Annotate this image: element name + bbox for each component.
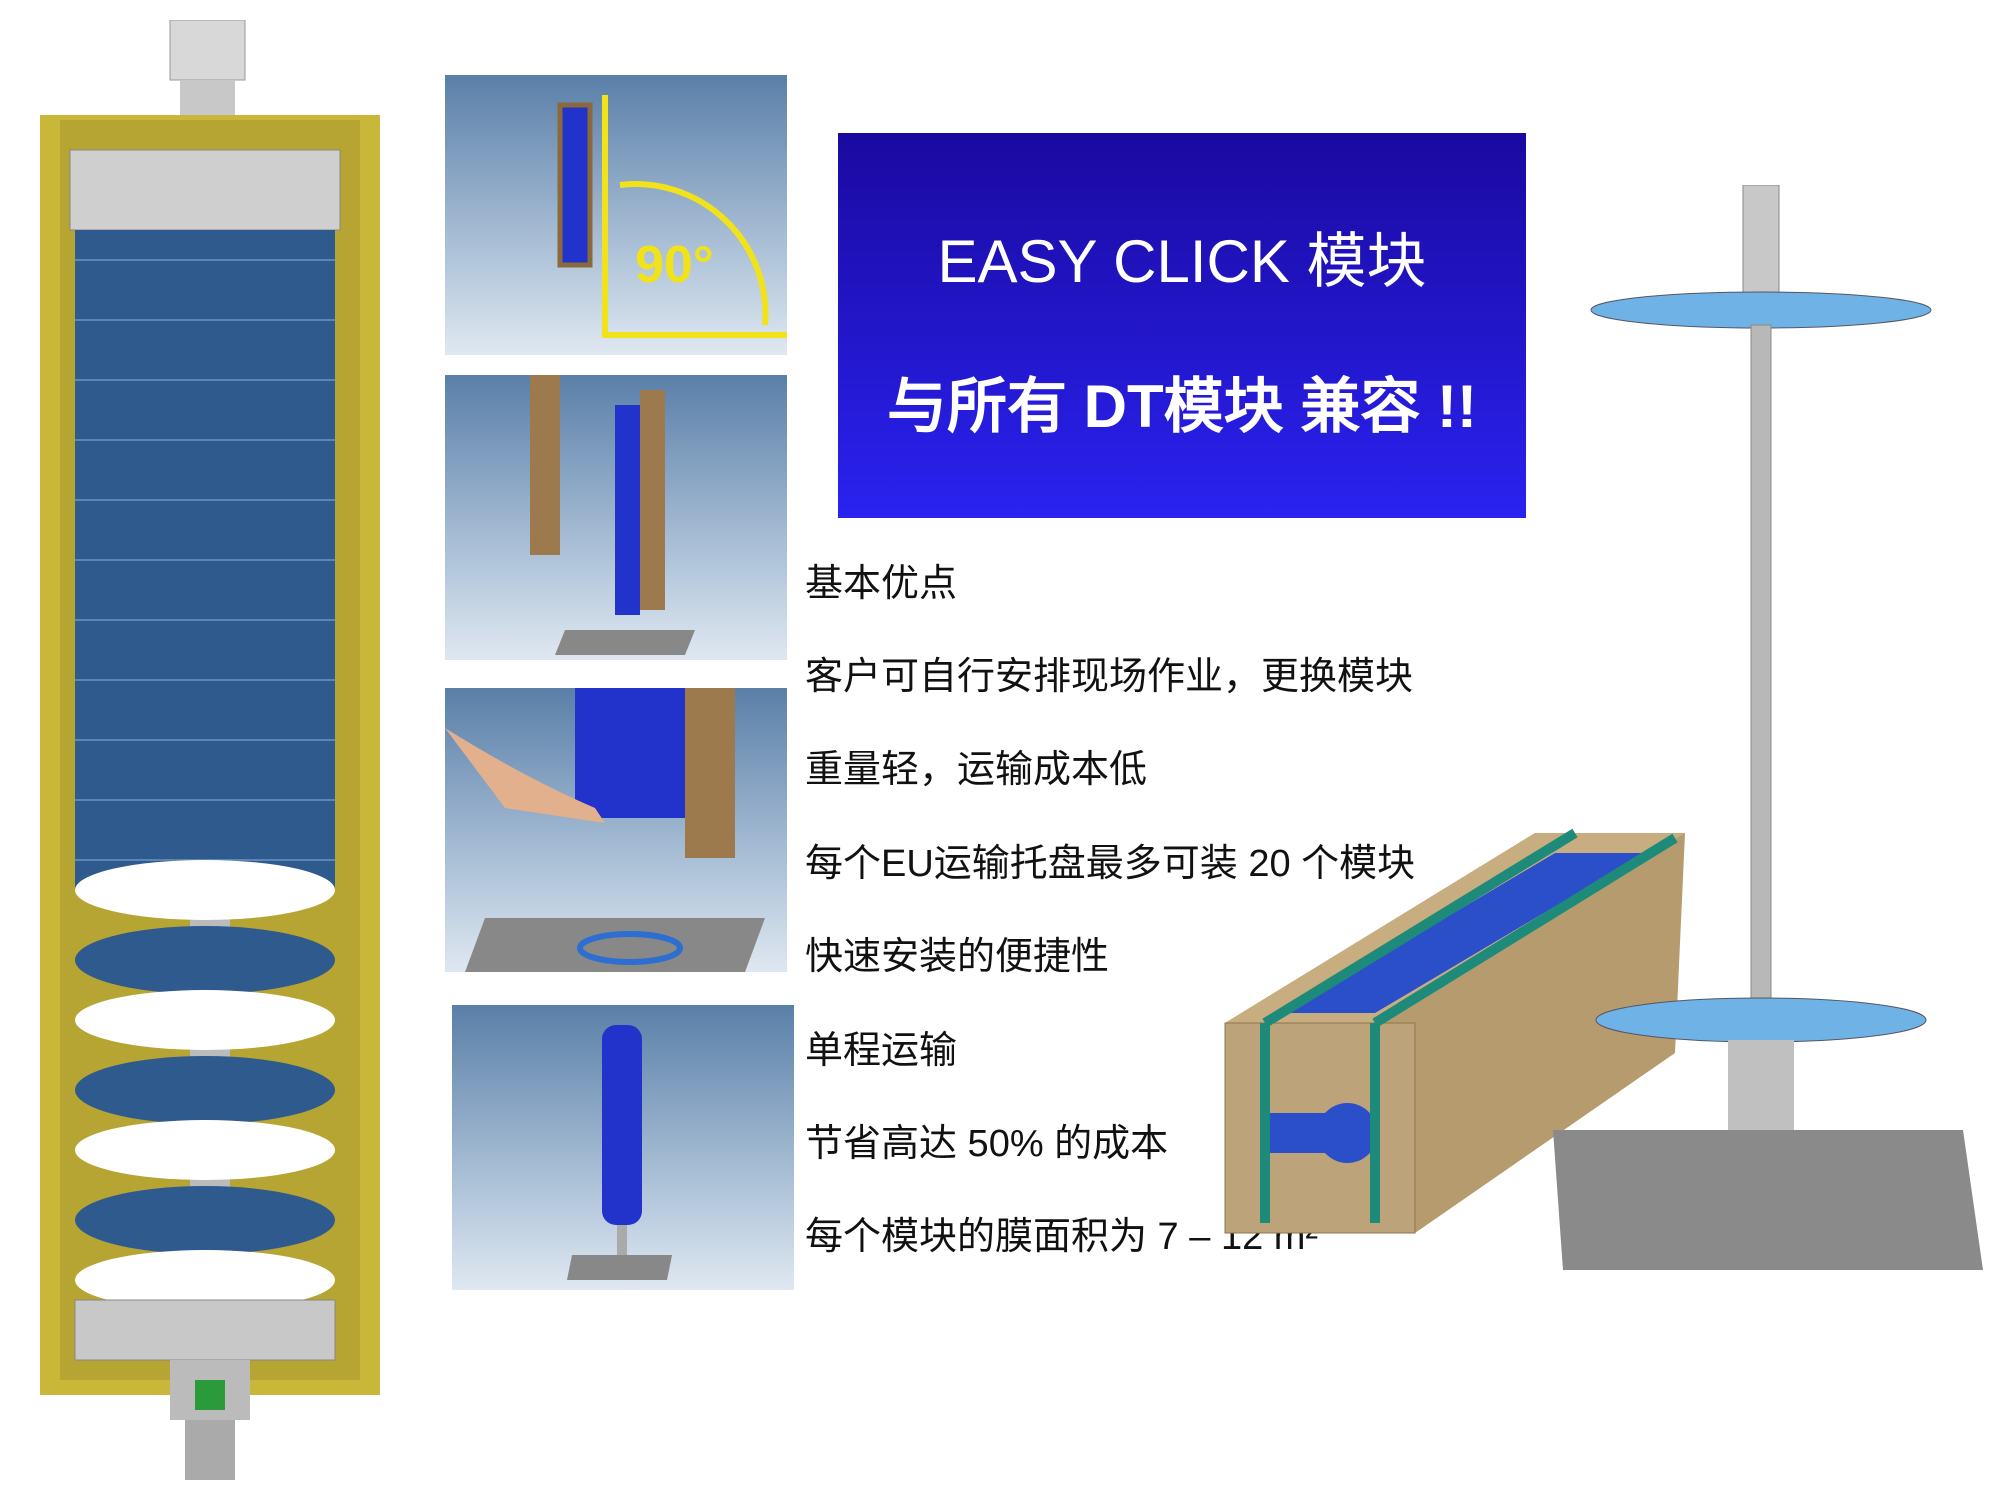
- rotation-angle-label: 90°: [635, 236, 714, 294]
- installed-module-image: [452, 1005, 794, 1290]
- easy-click-banner: EASY CLICK 模块 与所有 DT模块 兼容 !!: [838, 133, 1526, 518]
- feature-item: 重量轻，运输成本低: [805, 749, 1148, 791]
- feature-item: 快速安装的便捷性: [805, 936, 1110, 978]
- feature-item: 单程运输: [805, 1030, 958, 1072]
- module-stand-illustration: [1553, 185, 1983, 1270]
- hand-mounting-step-image: [445, 688, 787, 972]
- module-cutaway-illustration: [40, 20, 380, 1480]
- feature-item: 节省高达 50% 的成本: [805, 1123, 1169, 1165]
- features-heading: 基本优点: [805, 563, 958, 605]
- banner-subtitle: 与所有 DT模块 兼容 !!: [887, 373, 1477, 440]
- banner-title: EASY CLICK 模块: [937, 228, 1427, 295]
- feature-item: 客户可自行安排现场作业，更换模块: [805, 656, 1414, 698]
- rotation-step-image: 90°: [445, 75, 787, 355]
- rotation-arrow-icon: [557, 95, 787, 338]
- insertion-step-image: [445, 375, 787, 660]
- shipping-crate-illustration: [1224, 828, 1685, 1234]
- feature-item: 每个EU运输托盘最多可装 20 个模块: [805, 843, 1416, 885]
